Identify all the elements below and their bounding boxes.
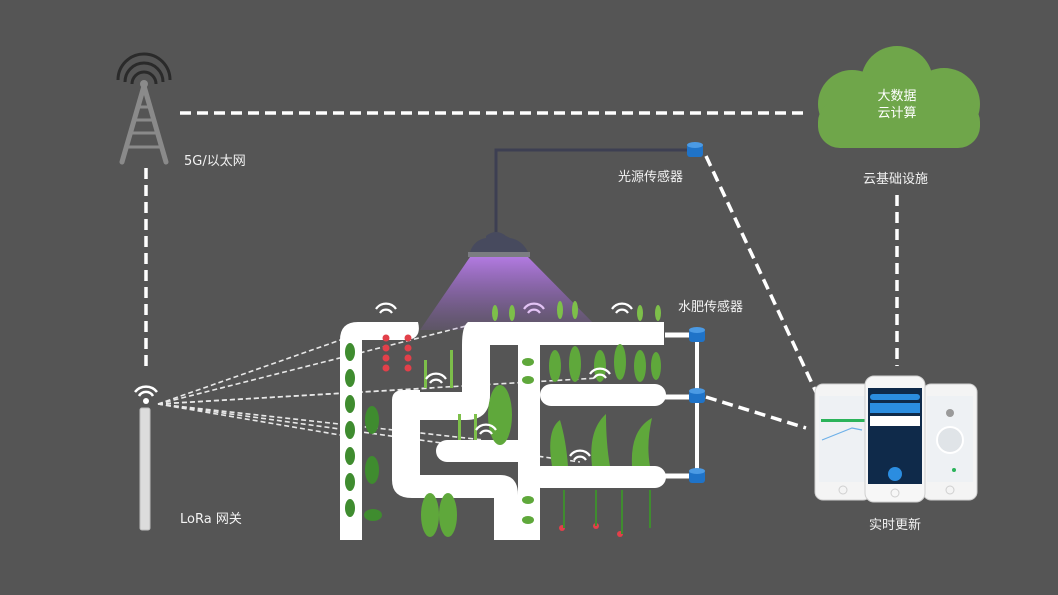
lora-links (157, 323, 599, 463)
cloud-label-line2: 云计算 (877, 106, 917, 121)
cloud-label-line1: 大数据 (877, 89, 917, 104)
light-beam (420, 257, 600, 330)
wifi-signal-icon (523, 302, 545, 314)
smartphone-icon (922, 383, 978, 501)
cloud-label: 大数据 云计算 (868, 88, 926, 122)
cylinder-sensor-icon (689, 388, 705, 403)
grow-lamp-icon (420, 148, 694, 330)
wifi-signal-icon (589, 367, 611, 379)
realtime-update-label: 实时更新 (869, 518, 922, 533)
wifi-signal-icon (425, 372, 447, 384)
wifi-signal-icon (611, 302, 633, 314)
connection-lines (144, 111, 899, 430)
plants (345, 301, 661, 537)
light-sensor-label: 光源传感器 (618, 170, 684, 185)
cell-tower-icon (116, 52, 172, 165)
network-label: 5G/以太网 (184, 154, 246, 169)
smartphones (814, 375, 978, 503)
lora-gateway-label: LoRa 网关 (180, 512, 242, 527)
hydroponic-pipes (340, 322, 666, 540)
link-lightsensor-phones (704, 155, 818, 393)
smartphone-icon (864, 375, 926, 503)
link-fertsensor-phones (705, 395, 807, 430)
light-sensor (687, 142, 703, 157)
fertilizer-sensor-label: 水肥传感器 (678, 300, 744, 315)
cylinder-sensor-icon (689, 327, 705, 342)
cloud-infra-label: 云基础设施 (863, 172, 929, 187)
fertilizer-sensor-rack (665, 327, 705, 483)
wifi-signal-icons (375, 302, 633, 461)
wifi-signal-icon (375, 302, 397, 314)
wifi-signal-icon (569, 449, 591, 461)
cylinder-sensor-icon (689, 468, 705, 483)
wifi-signal-icon (475, 423, 497, 435)
smartphone-icon (814, 383, 872, 501)
cloud-icon (818, 46, 980, 148)
lora-gateway-icon (134, 385, 158, 531)
